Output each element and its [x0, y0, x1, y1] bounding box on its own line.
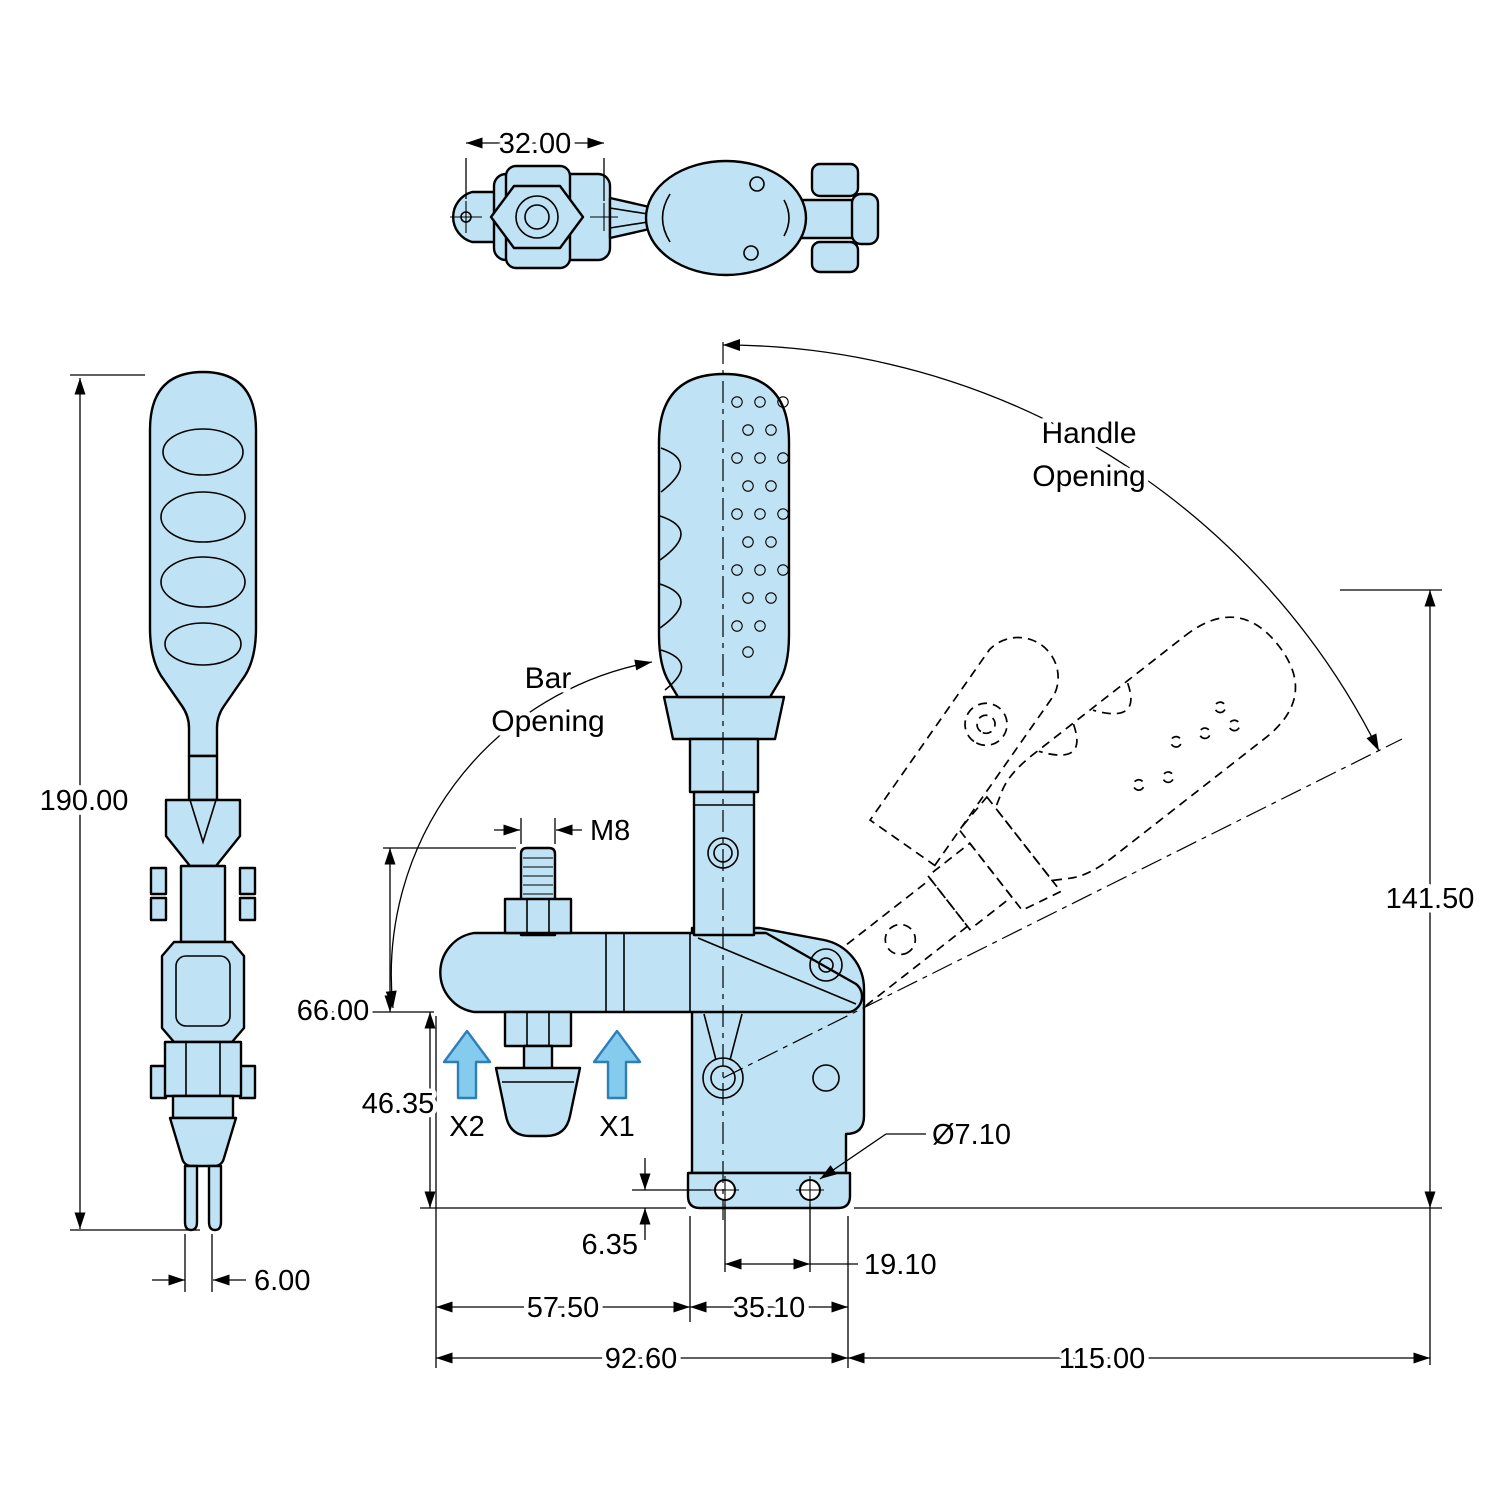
dimension-spindle-length: 66.00 [297, 995, 370, 1027]
spindle-foot [494, 1066, 582, 1138]
clamp-bar [439, 931, 864, 1014]
handle-opening-label-line2: Opening [1032, 460, 1145, 493]
dimension-prong-width: 6.00 [254, 1265, 310, 1297]
top-view-body-oval [644, 159, 808, 277]
side-neck-block [179, 864, 227, 944]
side-prong-right [207, 1164, 223, 1232]
handle-opening-label-line1: Handle [1041, 417, 1136, 450]
side-handle [148, 370, 258, 758]
dimension-base-span: 92.60 [605, 1343, 678, 1375]
top-view-tab-lower [810, 240, 860, 274]
open-position-bar-dashed [868, 636, 1059, 867]
front-view [439, 372, 866, 1210]
bar-opening-label-line2: Opening [491, 705, 604, 738]
top-view-end-cap [850, 192, 880, 246]
spindle-nut-upper [503, 897, 573, 935]
side-linkage [164, 798, 242, 868]
bar-opening-label-line1: Bar [525, 662, 572, 695]
force-point-x1-label: X1 [599, 1111, 634, 1143]
side-foot [168, 1116, 238, 1168]
handle-grip-dots [731, 396, 789, 658]
spindle-nut-lower [503, 1010, 573, 1048]
top-view-clevis-bar [796, 198, 862, 240]
side-view [148, 370, 258, 1232]
handle-neck [688, 737, 760, 794]
dimension-pivot-offset: 35.10 [733, 1292, 806, 1324]
dimension-base-hole-offset: 6.35 [582, 1229, 638, 1261]
side-stem [187, 754, 219, 802]
dimension-open-height: 141.50 [1386, 883, 1475, 915]
open-handle-axis [722, 738, 1403, 1079]
side-body-block [160, 940, 246, 1044]
force-arrow-x2 [442, 1029, 492, 1100]
handle-grip [657, 372, 791, 699]
dimension-bar-height: 46.35 [362, 1088, 435, 1120]
top-view-tab-upper [810, 162, 860, 198]
force-point-x2-label: X2 [449, 1111, 484, 1143]
dimension-bar-reach: 57.50 [527, 1292, 600, 1324]
dimension-spindle-thread: M8 [590, 815, 630, 847]
lever-arm [692, 790, 756, 937]
spindle-stem [522, 1044, 554, 1072]
dimension-hole-spacing: 19.10 [864, 1249, 937, 1281]
dimension-overall-height: 190.00 [40, 785, 129, 817]
top-view [450, 159, 880, 277]
force-arrow-x1 [592, 1029, 642, 1100]
dimension-lines [70, 137, 1442, 1368]
side-hex-nut [163, 1040, 243, 1098]
dimension-handle-reach: 115.00 [1059, 1343, 1146, 1375]
open-position-handle-dashed [816, 616, 1297, 1016]
top-view-hex-nut [489, 184, 585, 250]
handle-collar [662, 695, 786, 741]
side-washer [171, 1094, 235, 1120]
dimension-top-width: 32.00 [499, 128, 572, 160]
dimension-hole-diameter: Ø7.10 [932, 1119, 1011, 1151]
side-prong-left [183, 1164, 199, 1232]
handle-opening-arc [722, 344, 1380, 752]
